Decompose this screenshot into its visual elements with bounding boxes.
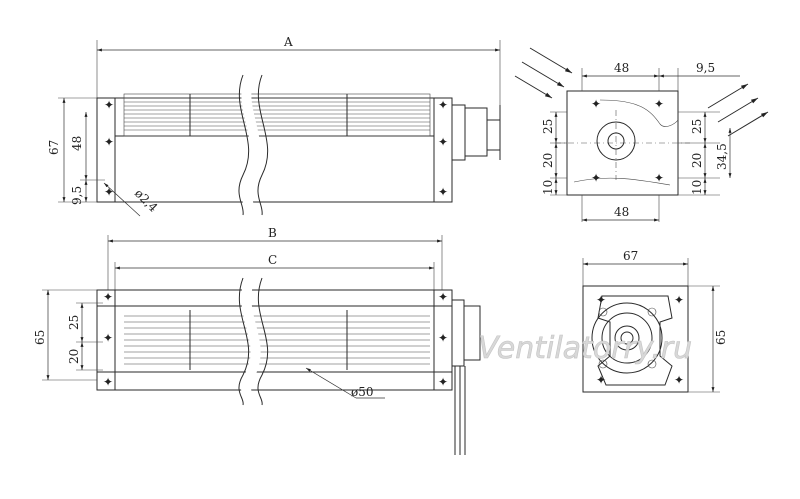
svg-text:✦: ✦	[438, 185, 448, 199]
watermark-text: Ventilatorry.ru	[478, 331, 692, 366]
fan-bottom-view: B C ✦ ✦ ✦ ✦ ✦ ✦	[33, 226, 481, 455]
offset-9-5-right-label: 9,5	[696, 61, 715, 75]
spacing-20-label: 20	[67, 349, 81, 364]
svg-text:✦: ✦	[104, 185, 114, 199]
svg-text:✦: ✦	[596, 293, 606, 307]
left-25-label: 25	[541, 119, 555, 134]
svg-text:✦: ✦	[596, 373, 606, 387]
dimension-b-label: B	[268, 226, 277, 240]
svg-text:✦: ✦	[438, 135, 448, 149]
height-48-label: 48	[70, 136, 84, 151]
impeller-diameter-label: ø50	[351, 385, 374, 399]
end-width-67-label: 67	[623, 249, 638, 263]
right-34-5-label: 34,5	[715, 143, 729, 170]
left-10-label: 10	[541, 180, 555, 195]
left-20-label: 20	[541, 153, 555, 168]
right-25-label: 25	[690, 119, 704, 134]
fan-end-view-bottom: 67 ✦ ✦ ✦ ✦ 65	[582, 249, 728, 393]
svg-text:✦: ✦	[103, 331, 113, 345]
end-height-65-label: 65	[714, 330, 728, 345]
svg-text:✦: ✦	[654, 97, 664, 111]
svg-text:✦: ✦	[591, 171, 601, 185]
right-10-label: 10	[690, 180, 704, 195]
svg-text:✦: ✦	[674, 293, 684, 307]
offset-9-5-label: 9,5	[70, 186, 84, 205]
height-65-label: 65	[33, 330, 47, 345]
spacing-25-label: 25	[67, 315, 81, 330]
svg-text:✦: ✦	[438, 331, 448, 345]
right-20-label: 20	[690, 153, 704, 168]
impeller-blades	[123, 93, 431, 137]
impeller-blades-bottom	[124, 310, 430, 370]
svg-text:✦: ✦	[438, 290, 448, 304]
svg-text:✦: ✦	[104, 135, 114, 149]
height-67-label: 67	[47, 140, 61, 155]
svg-text:✦: ✦	[438, 98, 448, 112]
svg-text:✦: ✦	[103, 375, 113, 389]
svg-text:✦: ✦	[591, 97, 601, 111]
fan-end-view-top: ✦ ✦ ✦ ✦ 48 9,5 25 20 10 25 20 10 3	[514, 47, 769, 222]
svg-text:✦: ✦	[654, 171, 664, 185]
dimension-c-label: C	[268, 253, 277, 267]
fan-top-view: A ✦ ✦ ✦ ✦ ✦ ✦	[47, 35, 501, 217]
svg-text:✦: ✦	[674, 373, 684, 387]
svg-text:✦: ✦	[103, 290, 113, 304]
svg-text:✦: ✦	[104, 98, 114, 112]
top-48-label: 48	[614, 61, 629, 75]
svg-text:✦: ✦	[438, 375, 448, 389]
hole-diameter-label: ø2,4	[132, 186, 161, 215]
bottom-48-label: 48	[614, 205, 629, 219]
dimension-a-label: A	[283, 35, 293, 49]
